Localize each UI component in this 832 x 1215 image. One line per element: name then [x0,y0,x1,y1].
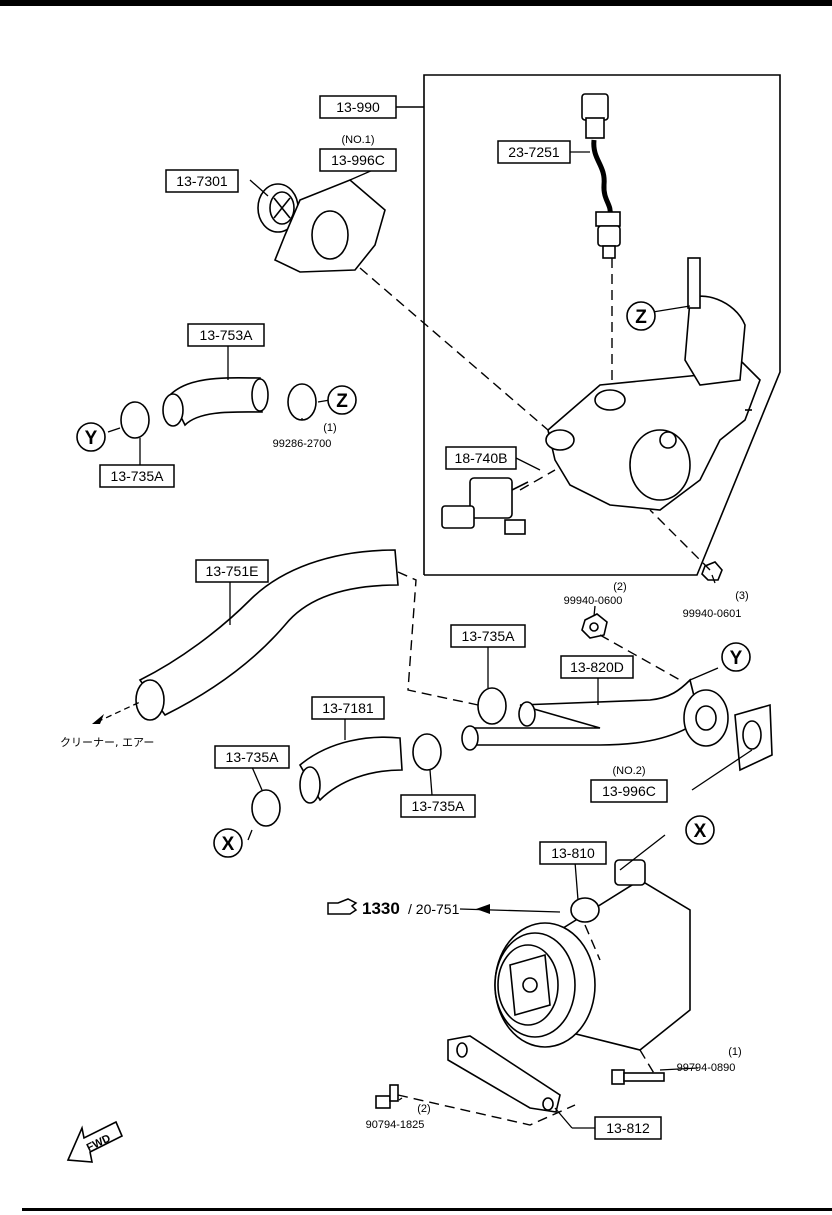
gasket2-part [734,703,773,772]
label-box-hose-short [311,696,385,720]
label-box-gasket1 [319,148,397,172]
label-gasket1-note: (NO.1) [342,134,375,146]
label-ref-sub: / 20-751 [408,901,460,917]
callout-y-left [76,422,106,452]
callout-x-pump [685,815,715,845]
throttle-body [545,257,761,511]
clamp-mid [477,687,507,725]
label-box-hose-upper [187,323,265,347]
label-gasket1: 13-996C [331,152,385,168]
short-hose [298,736,403,804]
label-clamp-left: 13-735A [226,749,280,765]
label-pump: 13-810 [551,845,595,861]
gasket1-part [273,179,386,273]
label-hose-short: 13-7181 [322,700,374,716]
callout-x-left [213,828,243,858]
label-nut1-qty: (2) [613,581,626,593]
label-ref-main: 1330 [362,899,400,918]
label-gasket2-note: (NO.2) [613,765,646,777]
label-box-hose-long [195,559,269,583]
label-box-cap [165,169,239,193]
label-clamp-y: 13-735A [111,468,165,484]
reference-hand-icon [327,898,358,915]
label-bolt2-qty: (2) [417,1103,430,1115]
cleaner-arrow [92,714,104,724]
callout-y-right-letter: Y [730,648,743,669]
label-nut1-code: 99940-0600 [564,595,623,607]
pump-part [494,859,691,1051]
label-clip-qty: (1) [323,422,336,434]
label-cleaner-note: クリーナー, エアー [60,736,154,749]
bolt-1 [611,1069,665,1085]
cleaner-leader [96,701,141,723]
label-box-sensor [497,140,571,164]
label-box-pump [539,841,607,865]
label-box-clamp-mid [450,624,526,648]
bolt-2 [375,1084,399,1109]
fwd-arrow-icon: FWD [66,1120,124,1163]
callout-z-top [626,301,656,331]
label-clip-code: 99286-2700 [273,438,332,450]
label-box-assy [319,95,397,119]
label-bolt1-qty: (1) [728,1046,741,1058]
callout-y-left-letter: Y [85,428,98,449]
label-clamp-mid: 13-735A [462,628,516,644]
clamp-left [251,789,281,827]
label-solenoid: 18-740B [455,450,508,466]
label-hose-upper: 13-753A [200,327,254,343]
callout-z-top-letter: Z [635,307,647,328]
callout-z-hose-letter: Z [336,391,348,412]
callout-x-pump-letter: X [694,821,707,842]
label-nut2-code: 99940-0601 [683,608,742,620]
bottom-border [22,1208,832,1211]
dashed-leaders [359,258,711,1126]
pipe-part [461,678,729,751]
callout-x-left-letter: X [222,834,235,855]
nut-1 [581,613,608,639]
bracket-part [447,1035,561,1113]
label-sensor: 23-7251 [508,144,560,160]
label-cap: 13-7301 [176,173,228,189]
solenoid-part [441,477,529,535]
label-bracket: 13-812 [606,1120,650,1136]
label-box-gasket2 [590,779,668,803]
label-box-clamp-right [400,794,476,818]
label-bolt1-code: 99794-0890 [677,1062,736,1074]
label-box-bracket [594,1116,662,1140]
label-box-clamp-y [99,464,175,488]
label-box-pipe [560,655,634,679]
ref-arrow-head [476,904,490,914]
label-bolt2-code: 90794-1825 [366,1119,425,1131]
label-nut2-qty: (3) [735,590,748,602]
assembly-box [396,74,781,576]
top-border [0,0,832,6]
label-gasket2: 13-996C [602,783,656,799]
long-hose [135,549,399,721]
label-box-clamp-left [214,745,290,769]
label-box-solenoid [445,446,517,470]
label-assy: 13-990 [336,99,380,115]
label-clamp-right: 13-735A [412,798,466,814]
label-hose-long: 13-751E [206,563,259,579]
cap-part [257,183,299,233]
label-pipe: 13-820D [570,659,624,675]
clamp-right [412,733,442,771]
callout-z-hose [327,385,357,415]
clip-upper-right [287,383,317,421]
upper-hose [162,377,269,427]
sensor-part [581,93,621,259]
callout-y-right [721,642,751,672]
clamp-upper-left [120,401,150,439]
